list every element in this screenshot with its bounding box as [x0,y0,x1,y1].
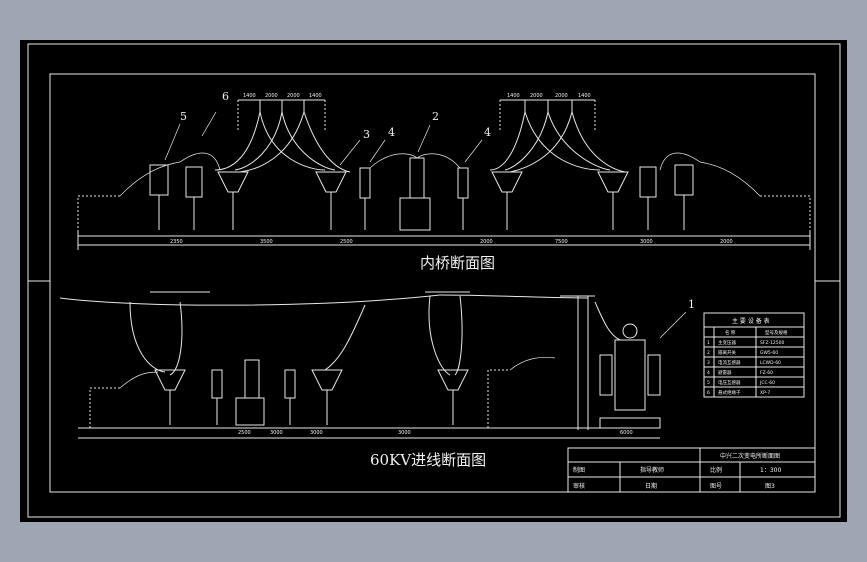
callout-1: 1 [688,298,695,311]
drawing-sheet: 2350 3500 2500 2000 7500 3000 2000 1400 … [20,40,847,522]
dim-bottom-3: 3000 [398,430,411,436]
callout-4a: 4 [388,126,395,139]
callout-2: 2 [432,110,439,123]
svg-text:电压互感器: 电压互感器 [718,379,741,386]
title-incoming-line: 60KV进线断面图 [370,451,486,469]
svg-text:1: 1 [707,340,710,346]
equipment-header-spec: 型号及规格 [765,329,788,336]
svg-text:2: 2 [707,350,710,356]
inner-frame [49,73,816,493]
svg-text:LCWD-60: LCWD-60 [760,360,781,366]
dim-bottom-1: 3000 [270,430,283,436]
cad-drawing: 2350 3500 2500 2000 7500 3000 2000 1400 … [27,43,841,518]
busbar-dim-r0: 1400 [507,93,520,99]
callout-5: 5 [180,110,187,123]
svg-text:避雷器: 避雷器 [718,369,732,376]
dim-top-4: 7500 [555,239,568,245]
label-instructor: 指导教师 [640,466,664,474]
equipment-header-name: 名 称 [725,329,736,336]
dim-bottom-2: 3000 [310,430,323,436]
label-sheet-no: 图号 [710,483,722,490]
dim-bottom-4: 6000 [620,430,633,436]
svg-text:XP-7: XP-7 [760,390,770,396]
label-scale: 比例 [710,466,722,474]
svg-text:悬式绝缘子: 悬式绝缘子 [718,389,741,396]
svg-text:SFZ-12500: SFZ-12500 [760,340,785,346]
svg-text:GW5-60: GW5-60 [760,350,778,356]
incoming-line-section: 2500 3000 3000 3000 6000 1 60KV进线断面图 [59,291,695,469]
dim-top-1: 3500 [260,239,273,245]
dim-top-5: 3000 [640,239,653,245]
equipment-table: 主 要 设 备 表 名 称 型号及规格 1 主变压器 SFZ-12500 2 隔… [703,312,805,398]
callout-6: 6 [222,90,229,103]
dim-top-0: 2350 [170,239,183,245]
callout-3: 3 [363,128,370,141]
svg-text:主变压器: 主变压器 [718,339,736,346]
svg-text:隔离开关: 隔离开关 [718,349,736,356]
svg-text:3: 3 [707,360,710,366]
scale-value: 1：300 [760,467,781,474]
dim-top-2: 2500 [340,239,353,245]
label-reviewer: 审核 [573,482,585,490]
dim-bottom-0: 2500 [238,430,251,436]
svg-text:FZ-60: FZ-60 [760,370,773,376]
inner-bridge-section: 2350 3500 2500 2000 7500 3000 2000 1400 … [77,90,811,272]
svg-text:JCC-60: JCC-60 [759,380,775,386]
busbar-dim-l3: 1400 [309,93,322,99]
svg-text:6: 6 [707,390,710,396]
label-drafter: 制图 [573,466,585,474]
busbar-dim-r3: 1400 [578,93,591,99]
title-block: 中兴二次变电所断面图 制图 审核 指导教师 日期 比例 图号 1：300 图3 [567,447,816,493]
dim-top-6: 2000 [720,239,733,245]
svg-text:电流互感器: 电流互感器 [718,359,741,366]
label-date: 日期 [645,482,657,490]
svg-text:5: 5 [707,380,710,386]
svg-text:4: 4 [707,370,710,376]
equipment-table-title: 主 要 设 备 表 [732,317,770,325]
sheet-no-value: 图3 [765,483,775,490]
busbar-dim-r1: 2000 [530,93,543,99]
drawing-name: 中兴二次变电所断面图 [720,452,780,460]
busbar-dim-l1: 2000 [265,93,278,99]
callout-4b: 4 [484,126,491,139]
busbar-dim-r2: 2000 [555,93,568,99]
busbar-dim-l2: 2000 [287,93,300,99]
title-inner-bridge: 内桥断面图 [420,254,495,272]
busbar-dim-l0: 1400 [243,93,256,99]
dim-top-3: 2000 [480,239,493,245]
